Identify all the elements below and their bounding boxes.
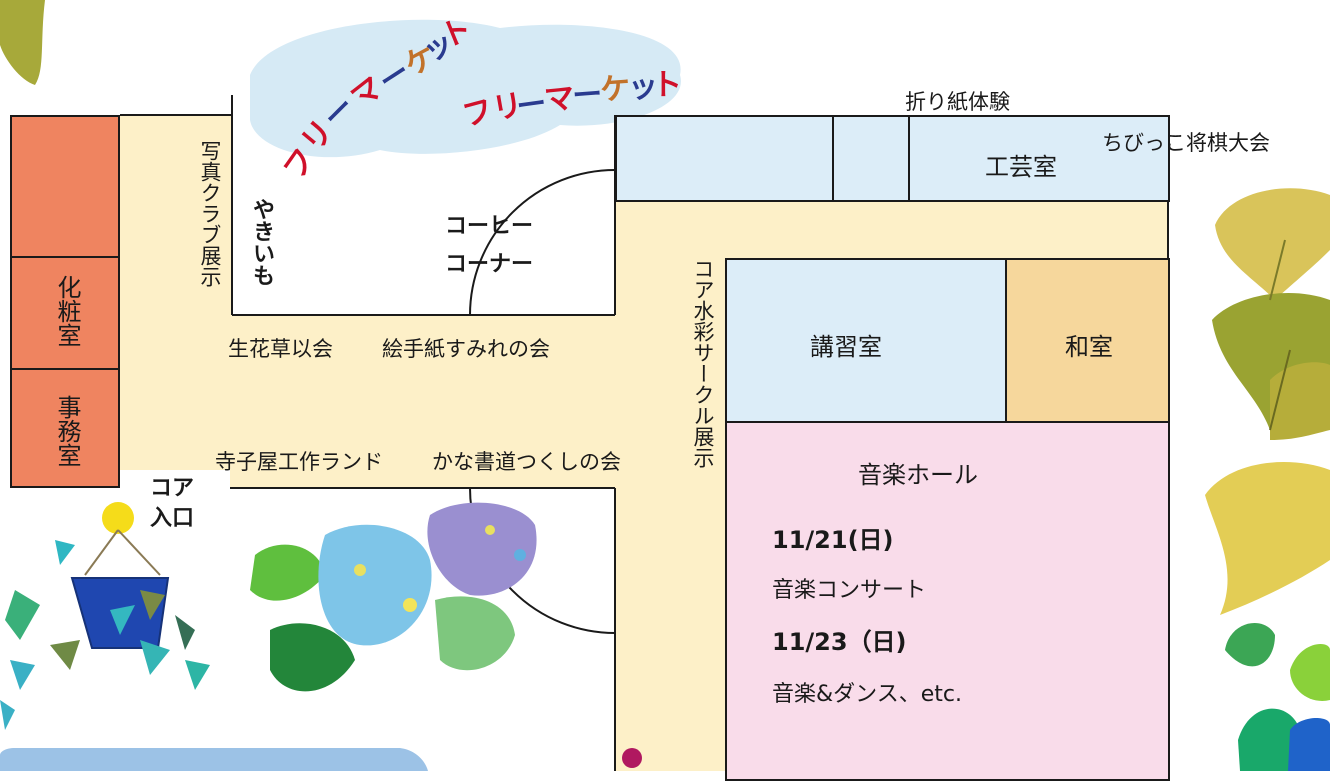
craft-divider-2 (908, 115, 910, 202)
info-panel-edge (0, 748, 428, 771)
office (10, 368, 120, 488)
music-hall-label: 音楽ホール (858, 461, 978, 489)
craft-divider-1 (832, 115, 834, 202)
ginkgo-leaf-icon (0, 0, 45, 85)
hydrangea-icon (250, 502, 537, 692)
office-label: 事務室 (53, 395, 81, 467)
craft-room-block (615, 115, 1170, 202)
flea-market-cloud (250, 19, 681, 158)
japanese-room-label: 和室 (1065, 333, 1113, 361)
event-date-2: 11/23（日) (772, 628, 907, 656)
plant-right-icon (1225, 623, 1330, 771)
terakoya-label: 寺子屋工作ランド (215, 450, 383, 474)
entrance-label-line1: コア (150, 476, 195, 501)
flea-market-char: ト (652, 68, 682, 103)
origami-label: 折り紙体験 (905, 90, 1010, 114)
lecture-room (725, 258, 1007, 423)
makeup-room-label: 化粧室 (53, 275, 81, 347)
corridor (120, 115, 1168, 771)
entrance-label-line2: 入口 (150, 506, 195, 531)
event-name-2: 音楽&ダンス、etc. (772, 682, 962, 707)
kana-shodo-label: かな書道つくしの会 (432, 450, 621, 474)
hanging-plant-icon (0, 502, 210, 730)
coffee-label-line1: コーヒー (445, 214, 534, 239)
japanese-room (1005, 258, 1170, 423)
lecture-room-label: 講習室 (810, 333, 882, 361)
yakiimo-label: やきいも (249, 198, 274, 286)
etegami-label: 絵手紙すみれの会 (382, 337, 550, 361)
ginkgo-leaves-right-icon (1205, 188, 1330, 615)
event-name-1: 音楽コンサート (772, 578, 927, 603)
orange-room-divider (10, 256, 120, 258)
coffee-label-line2: コーナー (445, 252, 534, 277)
shogi-label: ちびっこ将棋大会 (1102, 131, 1270, 155)
makeup-room (10, 115, 120, 370)
music-hall (725, 421, 1170, 781)
event-date-1: 11/21(日) (772, 526, 894, 554)
ikebana-label: 生花草以会 (228, 337, 333, 361)
craft-room-label: 工芸室 (985, 153, 1057, 181)
coffee-corner-arc (469, 169, 616, 316)
pin-icon (622, 748, 642, 768)
photo-club-label: 写真クラブ展示 (198, 140, 222, 287)
watercolor-label: コア水彩サークル展示 (691, 258, 715, 468)
